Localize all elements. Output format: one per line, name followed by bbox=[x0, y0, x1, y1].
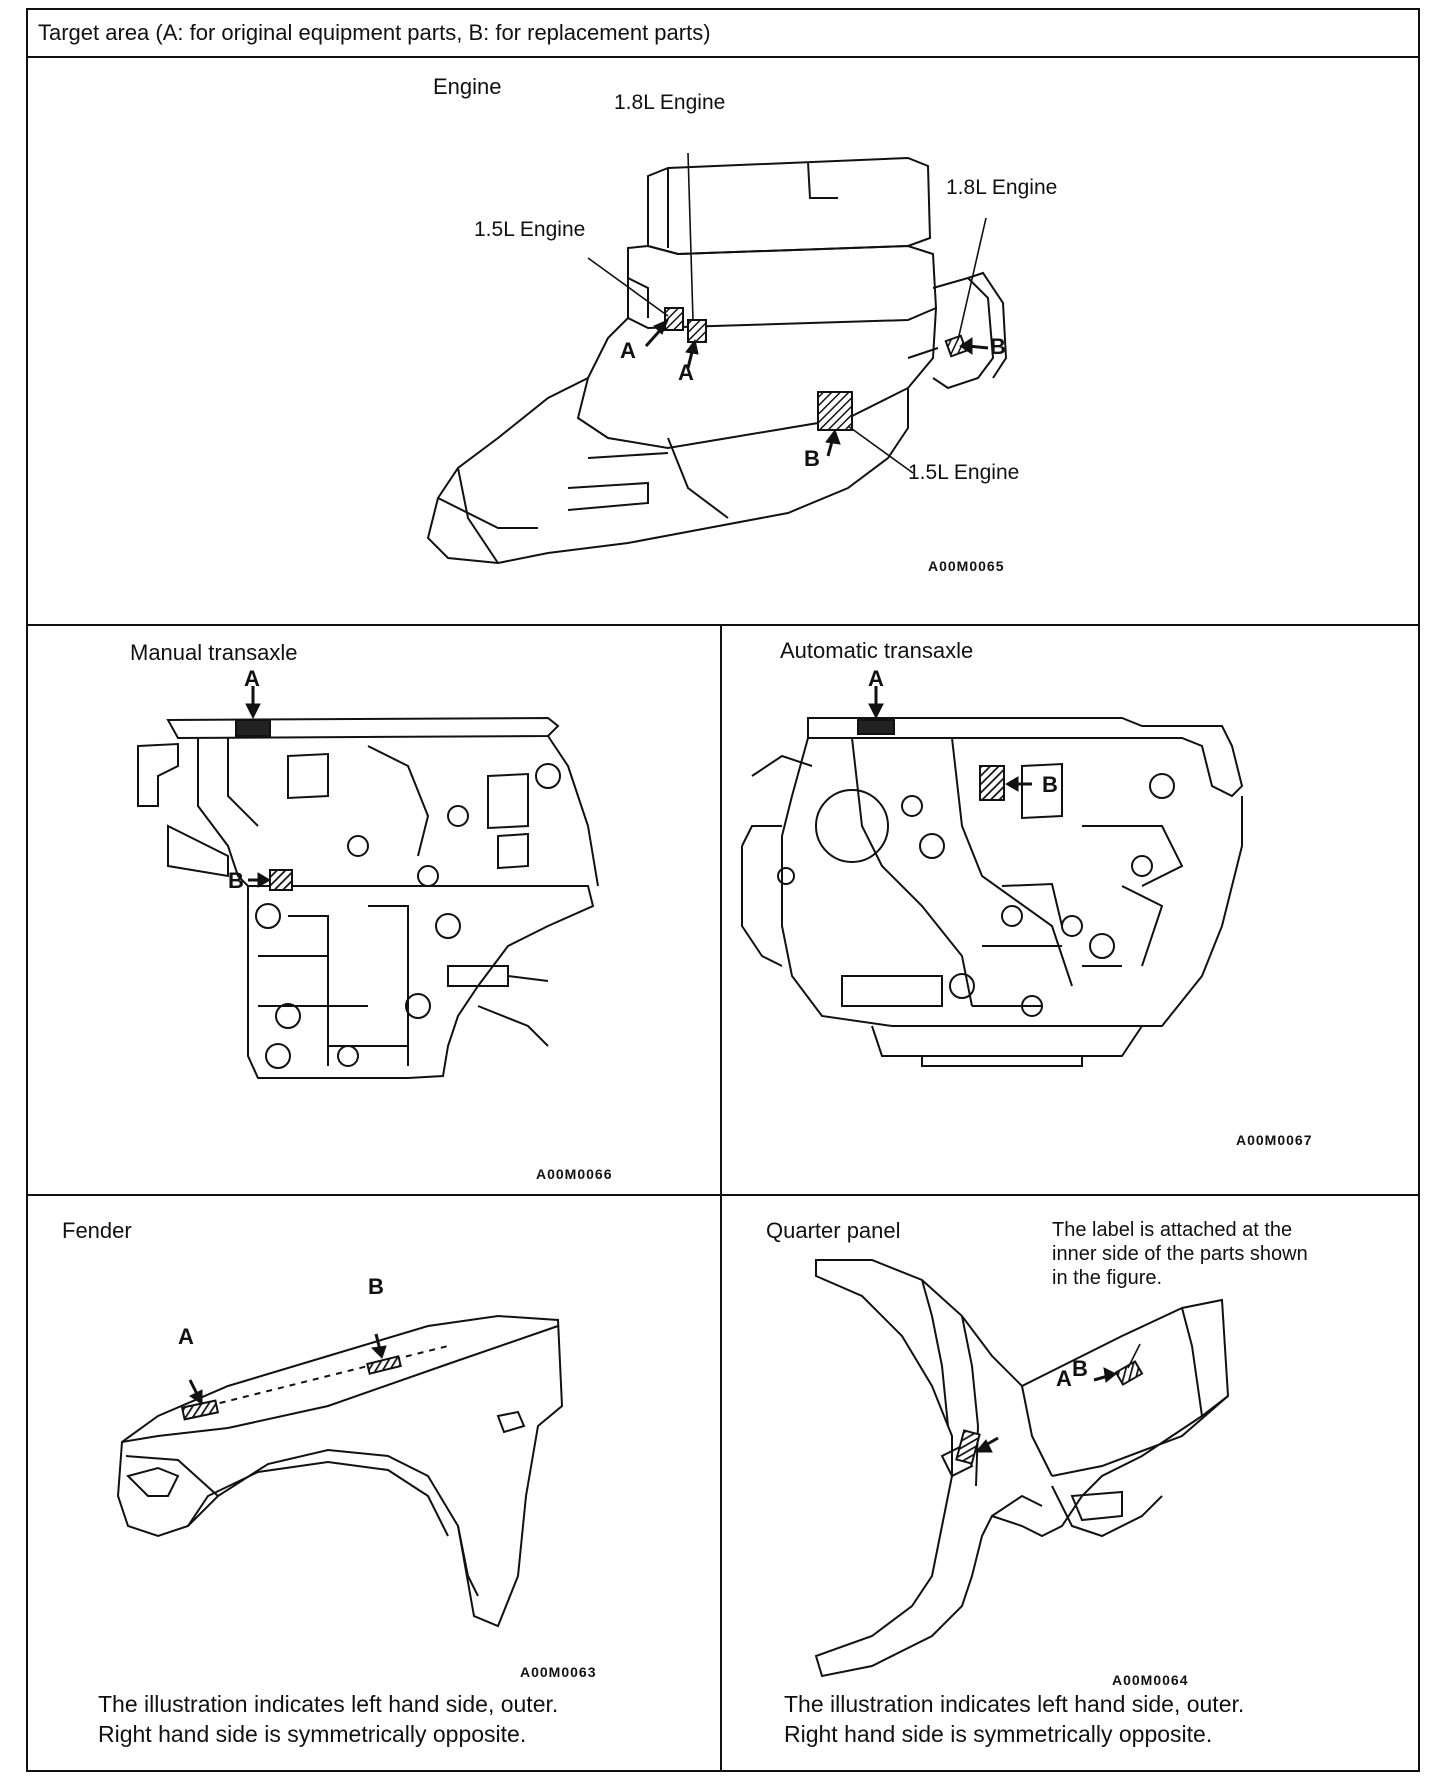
automatic-transaxle-panel: Automatic transaxle A B A00M0067 bbox=[722, 626, 1418, 1196]
fender-figure-code: A00M0063 bbox=[520, 1664, 597, 1680]
automatic-mark-a: A bbox=[868, 666, 884, 691]
engine-title: Engine bbox=[433, 74, 502, 99]
quarter-inner-note-line1: The label is attached at the bbox=[1052, 1219, 1293, 1241]
automatic-mark-b: B bbox=[1042, 772, 1058, 797]
engine-mark-a2: A bbox=[678, 360, 694, 385]
fender-illustration bbox=[28, 1196, 722, 1770]
quarter-inner-note-line2: inner side of the parts shown bbox=[1052, 1243, 1308, 1265]
automatic-figure-code: A00M0067 bbox=[1236, 1132, 1313, 1148]
quarter-figure-code: A00M0064 bbox=[1112, 1672, 1189, 1688]
fender-note-line1: The illustration indicates left hand sid… bbox=[98, 1691, 559, 1717]
quarter-inner-note-line3: in the figure. bbox=[1052, 1267, 1163, 1289]
quarter-inner-note: The label is attached at the inner side … bbox=[1052, 1218, 1308, 1290]
engine-label-1-5l-bottom: 1.5L Engine bbox=[908, 461, 1020, 484]
header-title: Target area (A: for original equipment p… bbox=[38, 20, 711, 45]
quarter-mark-b: B bbox=[1072, 1356, 1088, 1381]
engine-mark-a1: A bbox=[620, 338, 636, 363]
engine-label-1-8l-right: 1.8L Engine bbox=[946, 176, 1058, 199]
automatic-transaxle-title: Automatic transaxle bbox=[780, 638, 974, 663]
fender-panel: Fender A B A00M0063 The illustration ind… bbox=[28, 1196, 722, 1770]
engine-illustration bbox=[28, 58, 1418, 626]
automatic-transaxle-illustration bbox=[722, 626, 1418, 1196]
manual-transaxle-panel: Manual transaxle A B A00M0066 bbox=[28, 626, 722, 1196]
quarter-mark-a: A bbox=[1056, 1366, 1072, 1391]
fender-title: Fender bbox=[62, 1218, 132, 1243]
engine-mark-b1: B bbox=[990, 334, 1006, 359]
quarter-note-line2: Right hand side is symmetrically opposit… bbox=[784, 1721, 1213, 1747]
manual-transaxle-title: Manual transaxle bbox=[130, 640, 298, 665]
quarter-note-line1: The illustration indicates left hand sid… bbox=[784, 1691, 1245, 1717]
fender-note-line2: Right hand side is symmetrically opposit… bbox=[98, 1721, 527, 1747]
quarter-panel-panel: Quarter panel The label is attached at t… bbox=[722, 1196, 1418, 1770]
manual-figure-code: A00M0066 bbox=[536, 1166, 613, 1182]
quarter-note: The illustration indicates left hand sid… bbox=[784, 1689, 1244, 1749]
manual-mark-b: B bbox=[228, 868, 244, 893]
target-area-sheet: Target area (A: for original equipment p… bbox=[26, 8, 1420, 1772]
engine-figure-code: A00M0065 bbox=[928, 558, 1005, 574]
quarter-panel-title: Quarter panel bbox=[766, 1218, 901, 1243]
engine-label-1-5l-left: 1.5L Engine bbox=[474, 218, 586, 241]
fender-mark-a: A bbox=[178, 1324, 194, 1349]
manual-mark-a: A bbox=[244, 666, 260, 691]
engine-panel: Engine 1.8L Engine 1.8L Engine 1.5L Engi… bbox=[28, 58, 1418, 626]
header: Target area (A: for original equipment p… bbox=[28, 10, 1418, 58]
engine-mark-b2: B bbox=[804, 446, 820, 471]
manual-transaxle-illustration bbox=[28, 626, 722, 1196]
fender-mark-b: B bbox=[368, 1274, 384, 1299]
quarter-panel-illustration bbox=[722, 1196, 1418, 1770]
fender-note: The illustration indicates left hand sid… bbox=[98, 1689, 558, 1749]
engine-label-1-8l-top: 1.8L Engine bbox=[614, 91, 726, 114]
